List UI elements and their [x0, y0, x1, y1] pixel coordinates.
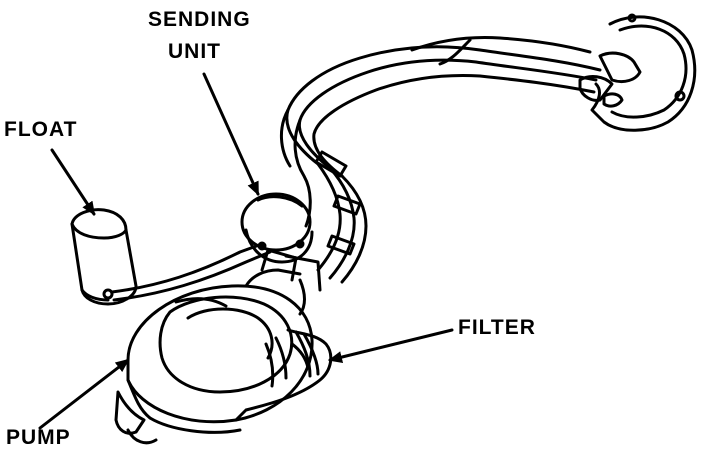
pump-leader-arrow	[38, 358, 130, 430]
mounting-flange	[578, 13, 697, 132]
float-label: FLOAT	[4, 118, 78, 141]
pump-label: PUMP	[6, 426, 71, 449]
sending-unit-leader-arrow	[202, 72, 260, 196]
float-arm	[110, 242, 272, 302]
pump-body	[114, 248, 322, 445]
filter-leader-arrow	[328, 328, 454, 363]
float-leader-arrow	[50, 148, 96, 216]
filter-body	[234, 328, 333, 422]
sending-unit-label-line1: SENDING	[148, 8, 251, 31]
fuel-tubes	[280, 36, 602, 284]
filter-label: FILTER	[458, 316, 536, 339]
sending-unit-label-line2: UNIT	[168, 40, 221, 63]
